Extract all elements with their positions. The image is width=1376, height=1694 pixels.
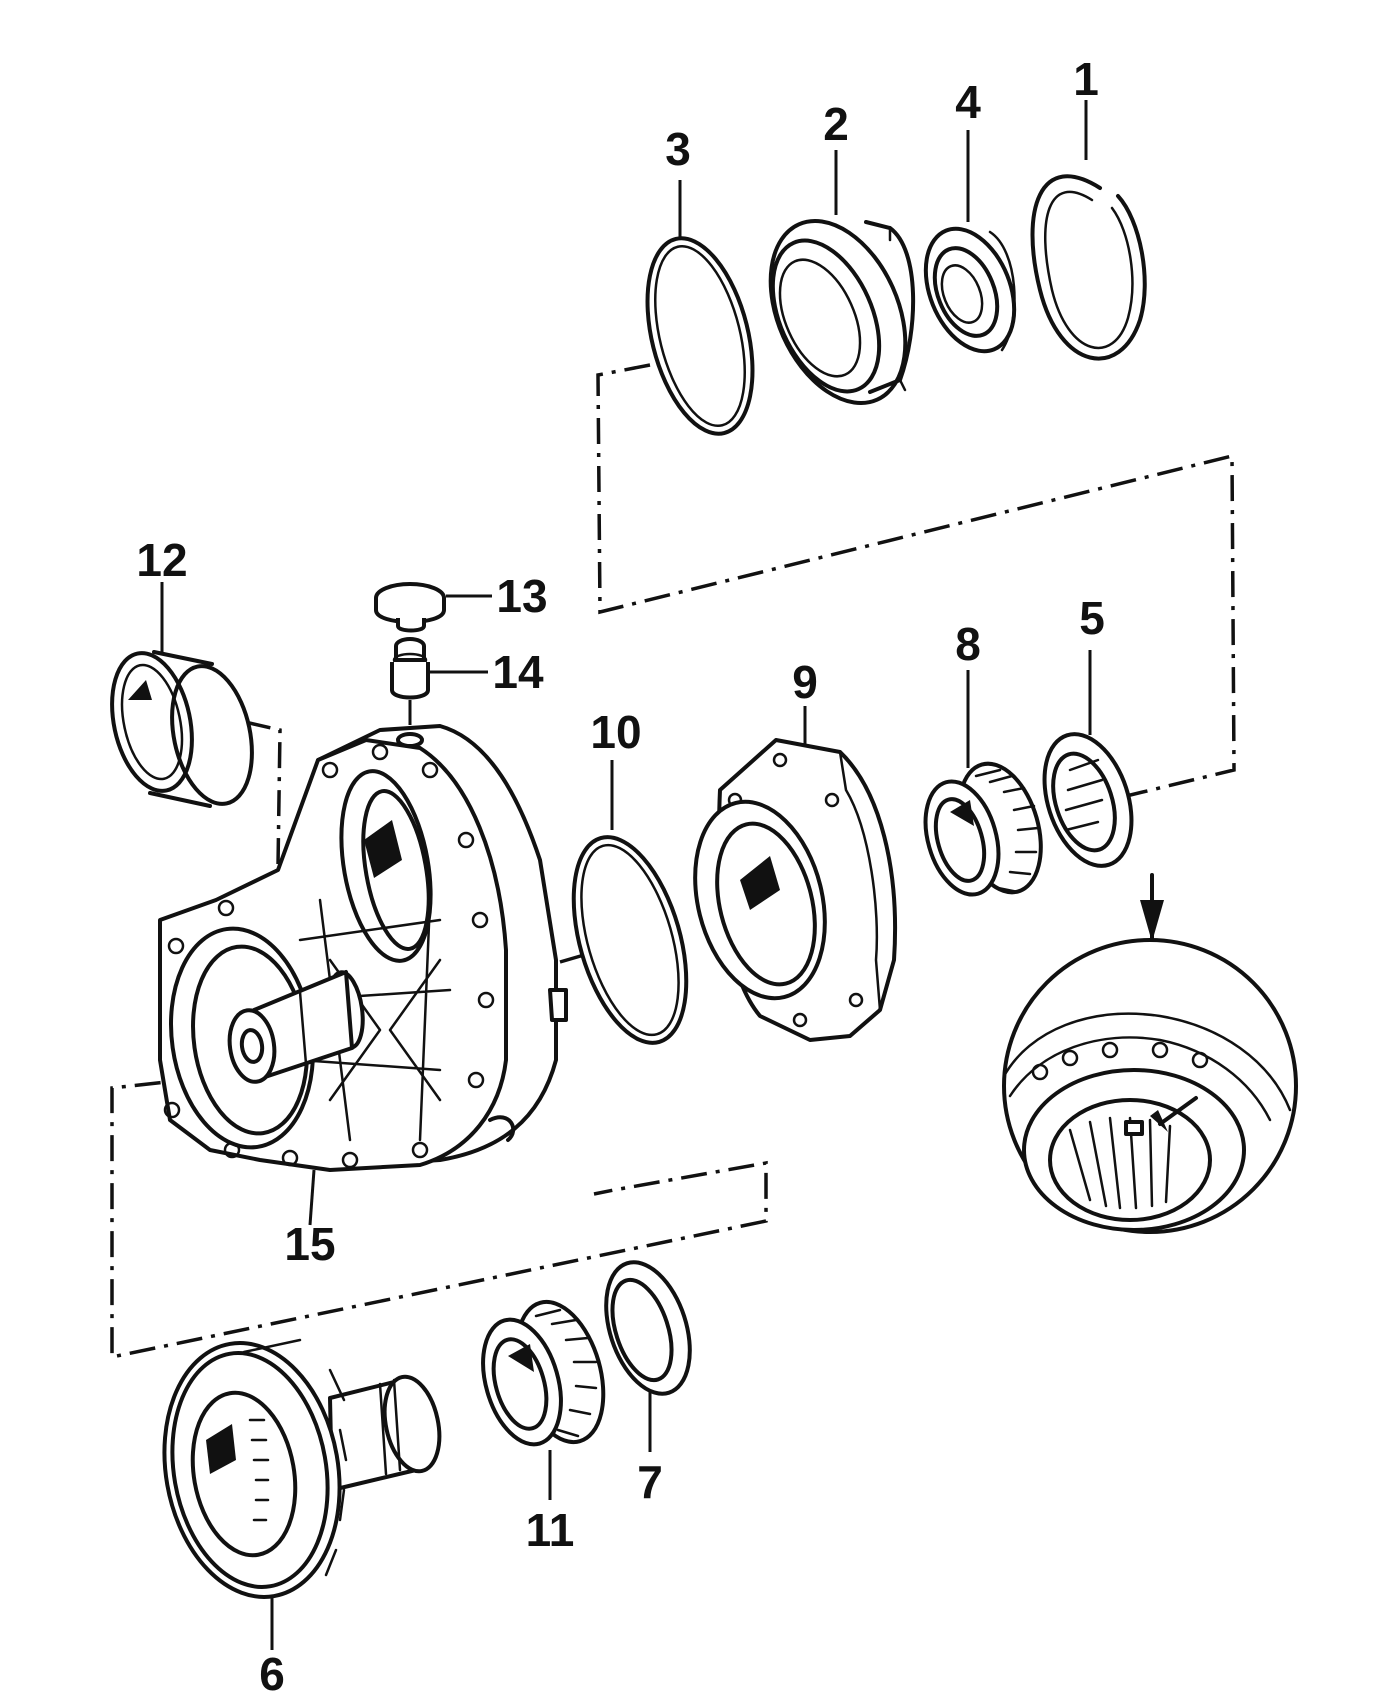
part-10-o-ring [571,760,689,1045]
part-14-fitting [390,637,488,725]
part-3-o-ring [645,180,755,436]
label-part-15: 15 [284,1218,335,1270]
label-part-14: 14 [492,646,544,698]
assembly-guide-lines [110,363,1236,1360]
part-1-snap-ring [1030,100,1147,361]
label-part-3: 3 [665,123,691,175]
part-11-tapered-bearing [481,1299,606,1500]
label-part-5: 5 [1079,592,1105,644]
label-part-4: 4 [955,76,981,128]
part-9-front-cover [693,706,898,1042]
label-part-8: 8 [955,618,981,670]
part-4-shaft-seal [923,130,1017,354]
part-8-tapered-bearing [923,670,1043,897]
label-part-13: 13 [496,570,547,622]
detail-inset [1002,873,1298,1234]
label-part-11: 11 [526,1504,575,1556]
label-part-9: 9 [792,656,818,708]
part-7-spacer-ring [604,1260,692,1452]
label-part-2: 2 [823,98,849,150]
part-12-bearing-cup [110,582,254,808]
part-13-plug [374,582,492,633]
label-part-12: 12 [136,534,187,586]
label-part-1: 1 [1073,53,1099,105]
label-part-7: 7 [637,1456,663,1508]
label-part-6: 6 [259,1648,285,1694]
part-15-housing [158,724,568,1226]
part-5-lock-nut [1042,650,1134,868]
part-6-gear-shaft [162,1338,442,1650]
part-2-seal-housing [768,150,916,406]
part-labels: 1 2 3 4 5 6 7 8 9 10 11 12 13 14 15 [136,53,1104,1694]
label-part-10: 10 [590,706,641,758]
